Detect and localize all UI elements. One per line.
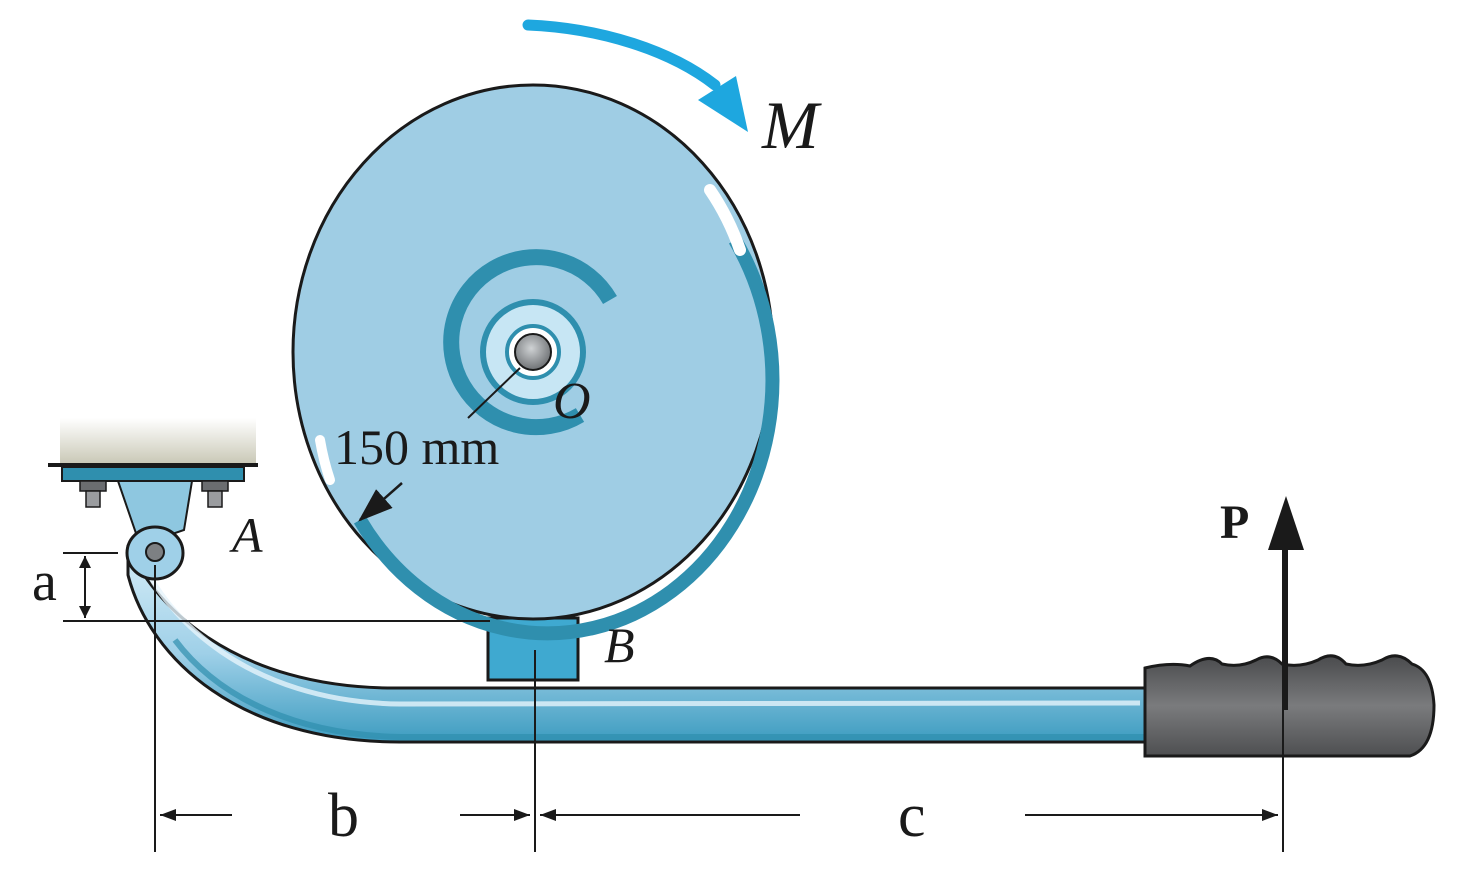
center-label: O [553,373,591,430]
dimension-b [160,809,530,821]
brake-drum [291,83,780,641]
pin-label: A [229,507,263,563]
dimension-a [79,556,91,618]
lever-grip [1143,654,1436,758]
bolt-right-icon [201,480,229,508]
radius-leader [467,367,521,419]
radius-label: 150 mm [334,419,499,475]
force-label: P [1220,496,1249,549]
dimension-c [540,809,1278,821]
force-p-arrow [1268,496,1304,710]
dim-b-label: b [328,782,359,850]
dim-a-label: a [32,551,57,613]
dim-c-label: c [898,782,926,850]
bolt-left-icon [79,480,107,508]
axle-icon [514,333,552,371]
moment-arrow [522,19,748,132]
ceiling-support [48,418,258,547]
contact-label: B [604,617,635,673]
thickness-leader [358,482,403,522]
moment-label: M [761,87,822,163]
pin-a-icon [145,542,165,562]
